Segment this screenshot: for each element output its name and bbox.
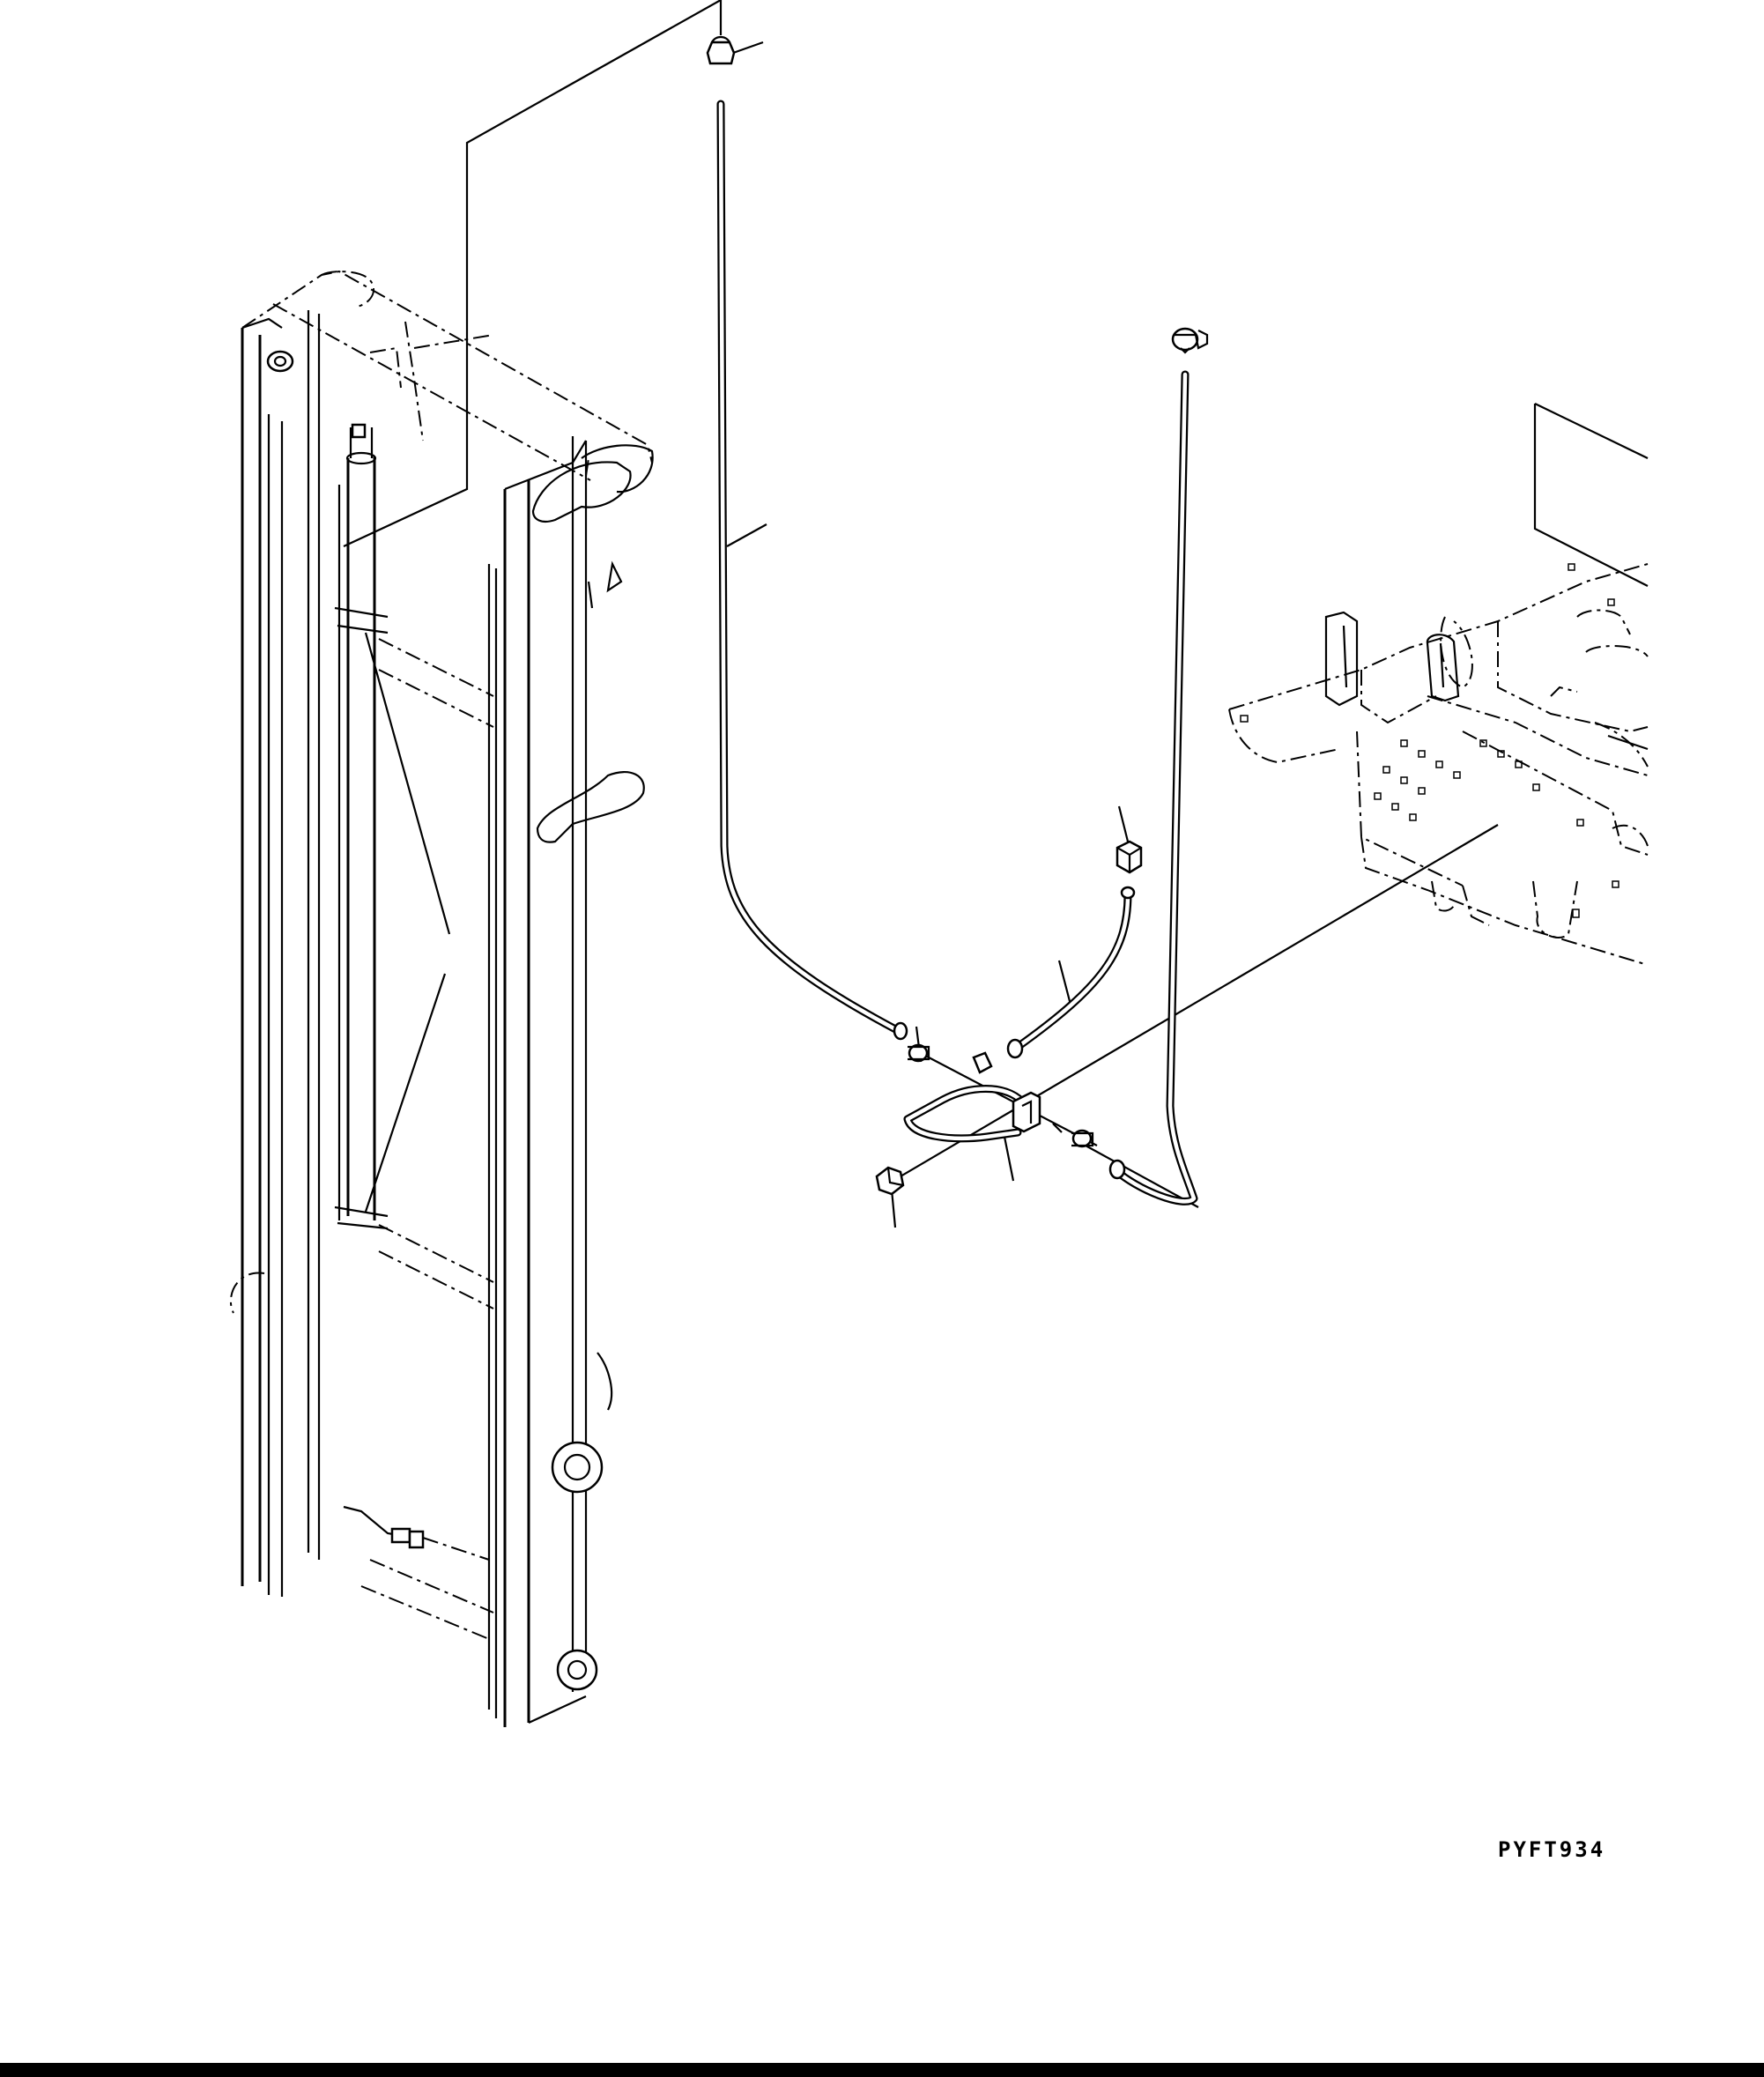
fitting-icon — [972, 1051, 993, 1074]
short-hose-icon — [1006, 886, 1136, 1059]
hose-clamp-icon — [908, 1043, 930, 1063]
hose-clamp-icon — [1171, 327, 1209, 354]
hose-clamp-icon — [1052, 1123, 1094, 1148]
hose-cap-icon — [706, 35, 736, 65]
right-hose-icon — [1108, 370, 1198, 1205]
mast-assembly-icon — [229, 270, 654, 1727]
tee-bracket-icon — [903, 1085, 1041, 1143]
left-hose-icon — [716, 100, 908, 1041]
drawing-code: PYFT934 — [1498, 1837, 1606, 1862]
hose-clamp-icon — [1115, 840, 1143, 874]
reference-lines — [343, 0, 1499, 1228]
mounting-bolt-icon — [875, 1166, 905, 1196]
bottom-border — [0, 2063, 1764, 2077]
frame-assembly-icon — [1228, 403, 1649, 966]
